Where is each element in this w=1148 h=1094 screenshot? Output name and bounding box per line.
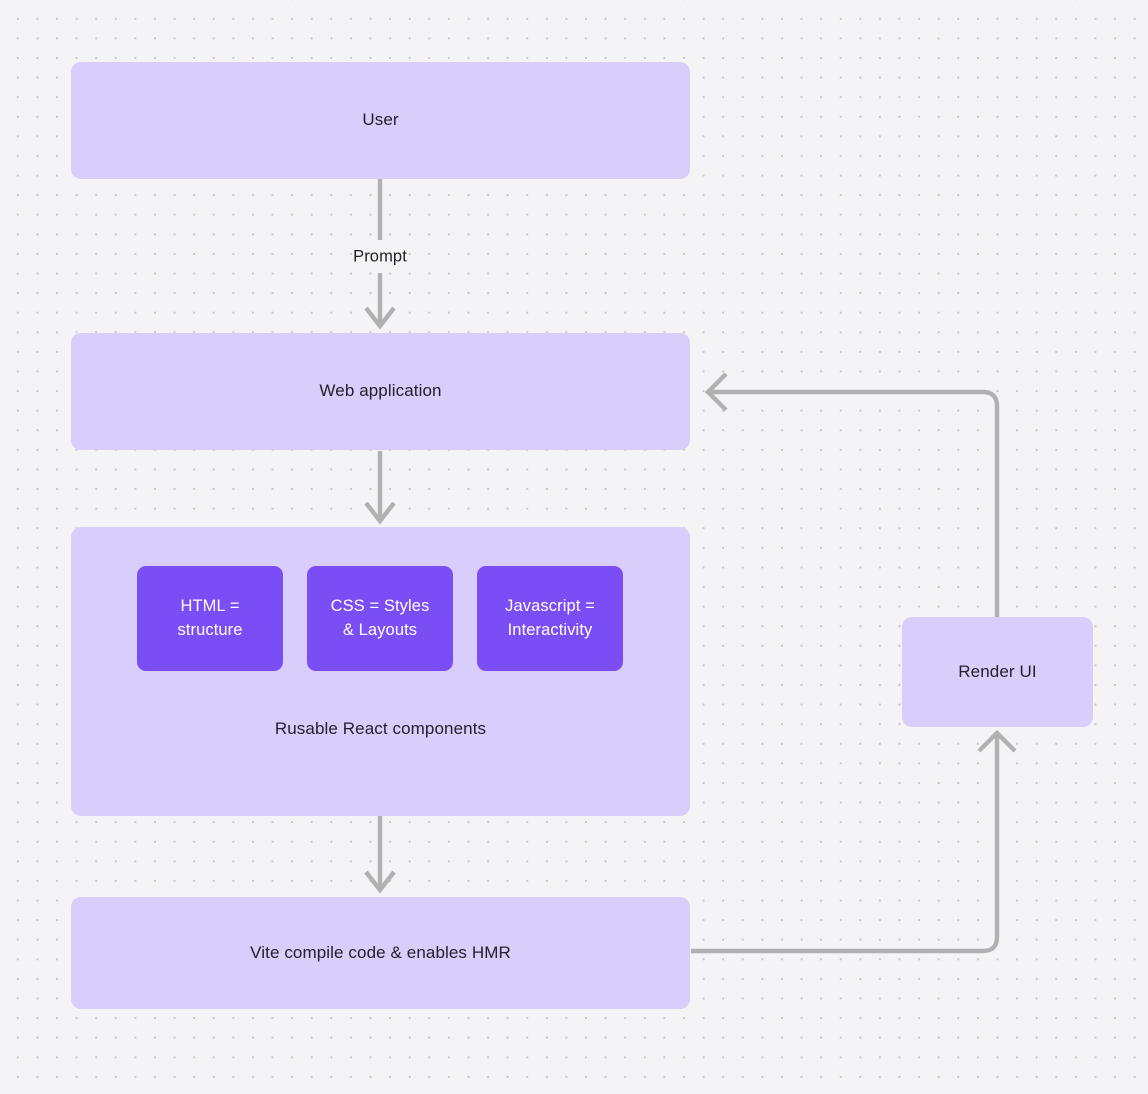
node-html-label: HTML = structure	[177, 597, 243, 639]
arrowhead-down-to-components	[364, 501, 396, 525]
edge-render-ui-to-web-application-line	[708, 389, 1000, 617]
node-vite[interactable]: Vite compile code & enables HMR	[71, 897, 690, 1009]
node-vite-label: Vite compile code & enables HMR	[250, 942, 511, 962]
arrowhead-down-to-web-application	[364, 306, 396, 330]
node-components-group-caption: Rusable React components	[274, 719, 487, 738]
arrowhead-down-to-vite	[364, 870, 396, 894]
node-javascript[interactable]: Javascript = Interactivity	[477, 566, 623, 671]
edge-vite-to-render-ui-line	[691, 733, 1000, 954]
node-render-ui-label: Render UI	[958, 661, 1037, 681]
arrowhead-left-to-web-application	[704, 372, 728, 412]
node-javascript-label: Javascript = Interactivity	[505, 597, 595, 639]
node-web-application[interactable]: Web application	[71, 333, 690, 450]
node-components-group[interactable]: HTML = structure CSS = Styles & Layouts …	[71, 527, 690, 816]
node-css[interactable]: CSS = Styles & Layouts	[307, 566, 453, 671]
node-user[interactable]: User	[71, 62, 690, 179]
node-html[interactable]: HTML = structure	[137, 566, 283, 671]
node-user-label: User	[362, 110, 399, 130]
node-css-label: CSS = Styles & Layouts	[330, 597, 430, 639]
node-render-ui[interactable]: Render UI	[902, 617, 1093, 727]
edge-label-prompt: Prompt	[353, 247, 407, 266]
node-web-application-label: Web application	[319, 381, 442, 401]
arrowhead-up-to-render-ui	[977, 729, 1017, 753]
